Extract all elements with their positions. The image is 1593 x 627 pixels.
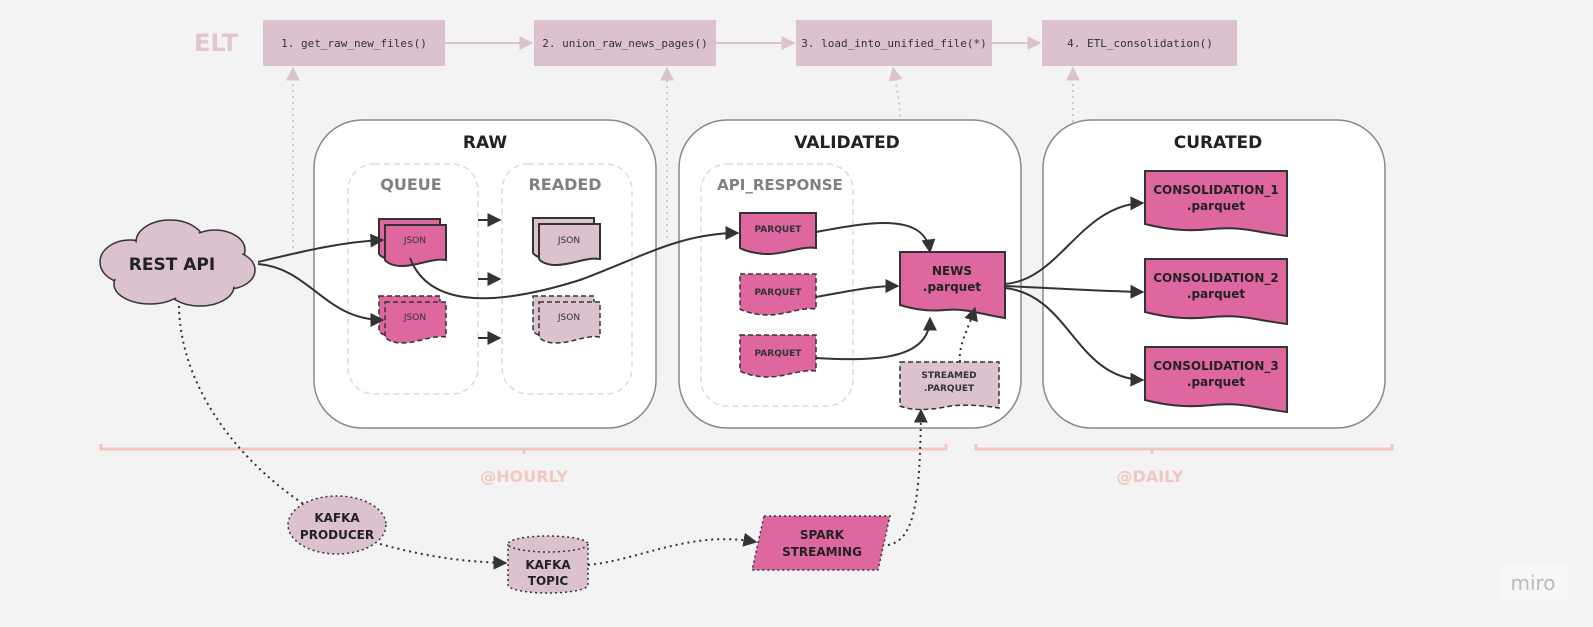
consolidation-2-file: [1144, 258, 1288, 326]
elt-step-4: 4. ETL_consolidation(): [1067, 37, 1213, 50]
consolidation-1-label: CONSOLIDATION_1: [1153, 183, 1279, 198]
queue-section-title: QUEUE: [380, 175, 441, 194]
news-label: NEWS: [932, 264, 972, 278]
parquet-2-to-news-arrow: [815, 279, 900, 298]
elt-step-4-box: [1042, 20, 1237, 66]
rest-api-cloud: [99, 219, 256, 307]
daily-bracket: [974, 444, 1394, 454]
news-parquet-file: [899, 251, 1006, 320]
readed-json-file-label: JSON: [557, 236, 580, 246]
readed-json-file-dashed: [538, 301, 601, 344]
elt-step-2-box: [534, 20, 716, 66]
elt-step-2: 2. union_raw_news_pages(): [542, 37, 708, 50]
parquet-file-3: [739, 334, 817, 378]
queue-json-to-parquet-arrow: [409, 226, 740, 300]
consolidation-3-ext-label: .parquet: [1187, 375, 1245, 389]
spark-to-streamed-arrow: [887, 408, 928, 546]
consolidation-2-ext-label: .parquet: [1187, 287, 1245, 301]
news-to-consolidation-1-arrow: [1004, 196, 1145, 285]
daily-label: @DAILY: [1117, 467, 1184, 486]
rest-api-to-queue-json-arrow: [257, 233, 385, 263]
rest-api-to-producer-connector: [178, 305, 306, 506]
queue-json-file-label: JSON: [403, 236, 426, 246]
parquet-file-1: [739, 212, 817, 256]
kafka-topic-cylinder: [507, 535, 589, 594]
kafka-topic-label-2: TOPIC: [528, 574, 569, 588]
elt-step-1: 1. get_raw_new_files(): [281, 37, 427, 50]
api-response-section: [700, 163, 854, 407]
streamed-ext-label: .PARQUET: [924, 384, 975, 394]
consolidation-1-ext-label: .parquet: [1187, 199, 1245, 213]
streamed-parquet-file: [899, 361, 1000, 411]
readed-json-file-dashed-label: JSON: [557, 313, 580, 323]
news-ext-label: .parquet: [923, 280, 981, 294]
news-to-consolidation-2-arrow: [1004, 284, 1145, 299]
queue-json-file: [384, 224, 447, 268]
spark-streaming-node: [751, 515, 891, 571]
consolidation-3-label: CONSOLIDATION_3: [1153, 359, 1279, 374]
elt-step-3-box: [796, 20, 992, 66]
miro-watermark: miro: [1510, 571, 1555, 595]
raw-zone: [313, 119, 657, 429]
consolidation-2-label: CONSOLIDATION_2: [1153, 271, 1279, 286]
news-to-consolidation-3-arrow: [1004, 287, 1145, 387]
kafka-producer-node: [287, 495, 387, 555]
parquet-file-1-label: PARQUET: [755, 225, 803, 235]
elt-step-1-box: [263, 20, 445, 66]
miro-watermark-box: [1500, 566, 1568, 600]
parquet-file-2-label: PARQUET: [755, 288, 803, 298]
readed-json-file: [538, 223, 601, 267]
rest-api-label: REST API: [129, 255, 215, 275]
parquet-file-2: [739, 273, 817, 316]
streamed-to-news-arrow: [958, 306, 978, 363]
kafka-topic-label-1: KAFKA: [525, 558, 571, 572]
elt-step-3: 3. load_into_unified_file(*): [801, 37, 986, 50]
topic-to-spark-arrow: [587, 532, 758, 566]
elt-label: ELT: [194, 29, 239, 57]
kafka-producer-label-2: PRODUCER: [300, 528, 374, 542]
api-response-section-title: API_RESPONSE: [717, 176, 843, 194]
curated-zone-title: CURATED: [1174, 133, 1263, 153]
consolidation-1-file: [1144, 170, 1288, 238]
spark-streaming-label-2: STREAMING: [782, 545, 862, 559]
parquet-3-to-news-arrow: [815, 316, 937, 361]
parquet-file-3-label: PARQUET: [755, 349, 803, 359]
queue-json-file-dashed: [384, 301, 447, 344]
validated-zone-title: VALIDATED: [794, 133, 900, 153]
rest-api-to-queue-json-dashed-arrow: [257, 263, 385, 327]
queue-json-file-dashed-label: JSON: [403, 313, 426, 323]
raw-zone-title: RAW: [463, 133, 507, 153]
readed-section-title: READED: [528, 175, 601, 194]
producer-to-topic-arrow: [379, 543, 508, 570]
spark-streaming-label-1: SPARK: [800, 528, 845, 542]
hourly-label: @HOURLY: [480, 467, 568, 486]
hourly-bracket: [99, 444, 948, 454]
consolidation-3-file: [1144, 346, 1288, 414]
readed-section: [501, 163, 633, 395]
parquet-1-to-news-arrow: [815, 222, 936, 254]
streamed-label: STREAMED: [921, 371, 976, 381]
queue-section: [347, 163, 479, 395]
kafka-producer-label-1: KAFKA: [314, 511, 360, 525]
